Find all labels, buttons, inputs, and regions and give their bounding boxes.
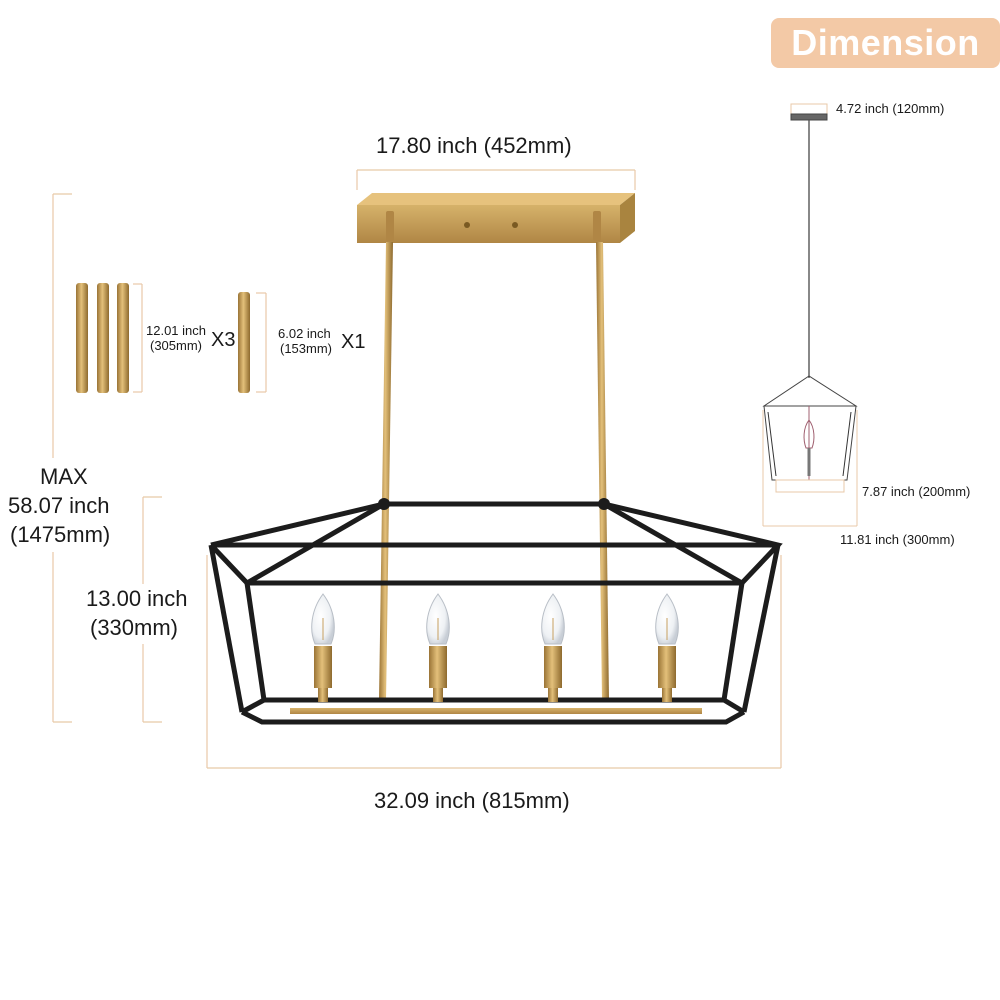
- bulb-icon: [311, 593, 679, 702]
- badge-title: Dimension: [791, 22, 980, 63]
- side-height-label: 7.87 inch (200mm): [862, 484, 971, 499]
- bottom-bar: [290, 708, 702, 714]
- rod-illustration: [76, 283, 250, 393]
- side-width-label: 11.81 inch (300mm): [840, 532, 955, 547]
- max-height-mm-label: (1475mm): [10, 522, 111, 547]
- short-rod-mm-label: (153mm): [280, 341, 333, 356]
- body-height-inch-label: 13.00 inch: [86, 586, 188, 611]
- max-height-bracket: [52, 193, 72, 723]
- rod-brackets: [133, 283, 267, 393]
- long-rod-qty-label: X3: [211, 329, 236, 351]
- canopy-width-label: 17.80 inch (452mm): [376, 133, 572, 158]
- long-rod-mm-label: (305mm): [150, 338, 203, 353]
- body-width-label: 32.09 inch (815mm): [374, 788, 570, 813]
- body-height-bracket: [142, 496, 162, 723]
- short-rod-inch-label: 6.02 inch: [278, 326, 331, 341]
- dimension-badge: Dimension: [771, 18, 1000, 68]
- canopy: [357, 193, 635, 243]
- hanging-rods: [379, 242, 609, 700]
- canopy-width-line: [356, 169, 636, 190]
- lantern-frame: [208, 501, 783, 725]
- body-width-line: [206, 555, 782, 769]
- side-canopy-label: 4.72 inch (120mm): [836, 101, 945, 116]
- max-height-prefix-label: MAX: [40, 464, 88, 489]
- short-rod-qty-label: X1: [341, 331, 366, 353]
- max-height-inch-label: 58.07 inch: [8, 493, 110, 518]
- long-rod-inch-label: 12.01 inch: [146, 323, 206, 338]
- body-height-mm-label: (330mm): [90, 615, 179, 640]
- pendant-side-view-illustration: [762, 103, 858, 527]
